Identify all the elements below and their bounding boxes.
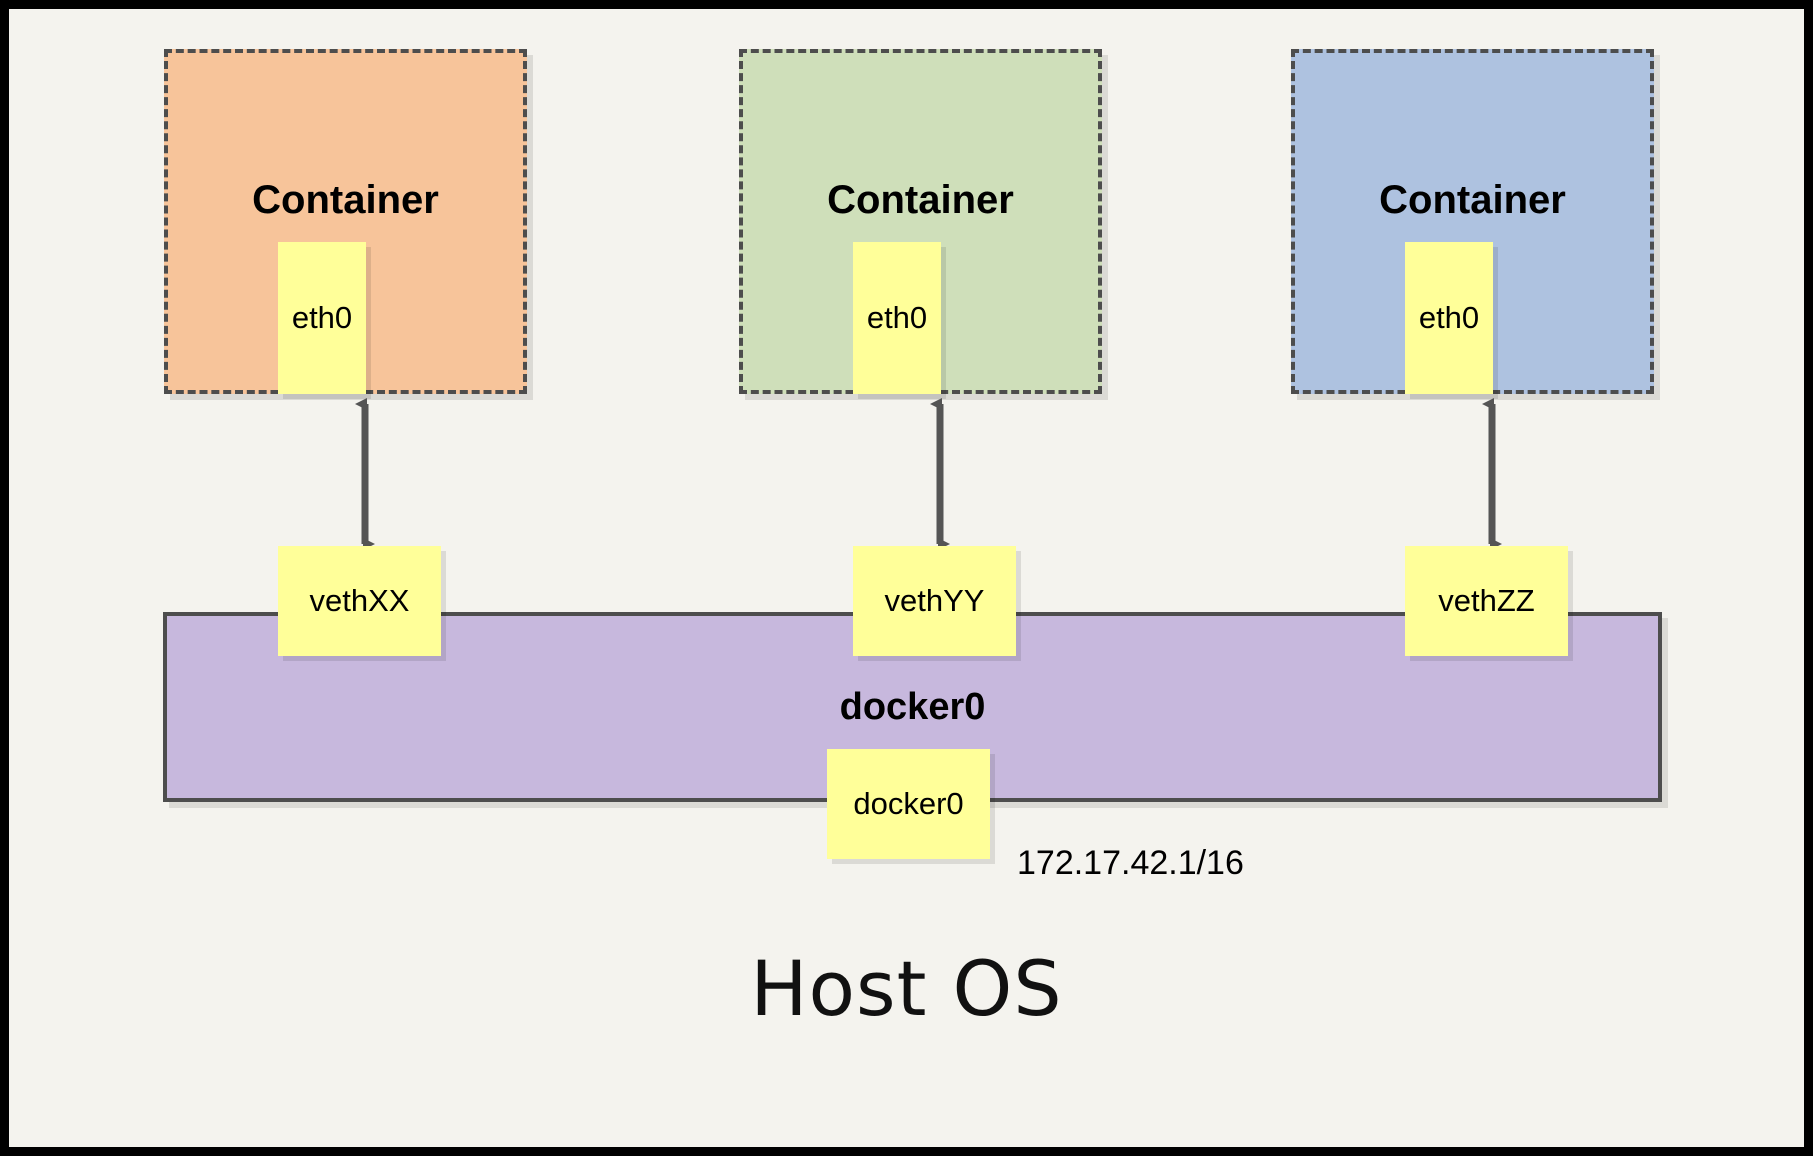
container-title-3: Container [1379, 178, 1566, 222]
docker0-interface-label: docker0 [853, 786, 964, 821]
veth-label-3: vethZZ [1438, 583, 1535, 618]
veth-arrow-3 [1482, 398, 1502, 550]
veth-label-1: vethXX [309, 583, 410, 618]
container-eth0-box-3: eth0 [1405, 242, 1493, 394]
veth-label-2: vethYY [884, 583, 985, 618]
diagram-canvas: Container eth0 Container eth0 Container … [9, 9, 1804, 1147]
container-eth0-label-3: eth0 [1418, 300, 1480, 335]
container-eth0-box-2: eth0 [853, 242, 941, 394]
veth-box-3: vethZZ [1405, 546, 1568, 656]
host-os-label: Host OS [750, 944, 1063, 1033]
container-eth0-label-1: eth0 [291, 300, 353, 335]
veth-box-1: vethXX [278, 546, 441, 656]
veth-box-2: vethYY [853, 546, 1016, 656]
container-eth0-label-2: eth0 [866, 300, 928, 335]
container-title-2: Container [827, 178, 1014, 222]
docker0-bridge-label: docker0 [839, 686, 986, 728]
veth-arrow-2 [930, 398, 950, 550]
docker0-interface-box: docker0 [827, 749, 990, 859]
docker0-ip-address: 172.17.42.1/16 [1017, 844, 1244, 882]
container-title-1: Container [252, 178, 439, 222]
veth-arrow-1 [355, 398, 375, 550]
container-eth0-box-1: eth0 [278, 242, 366, 394]
